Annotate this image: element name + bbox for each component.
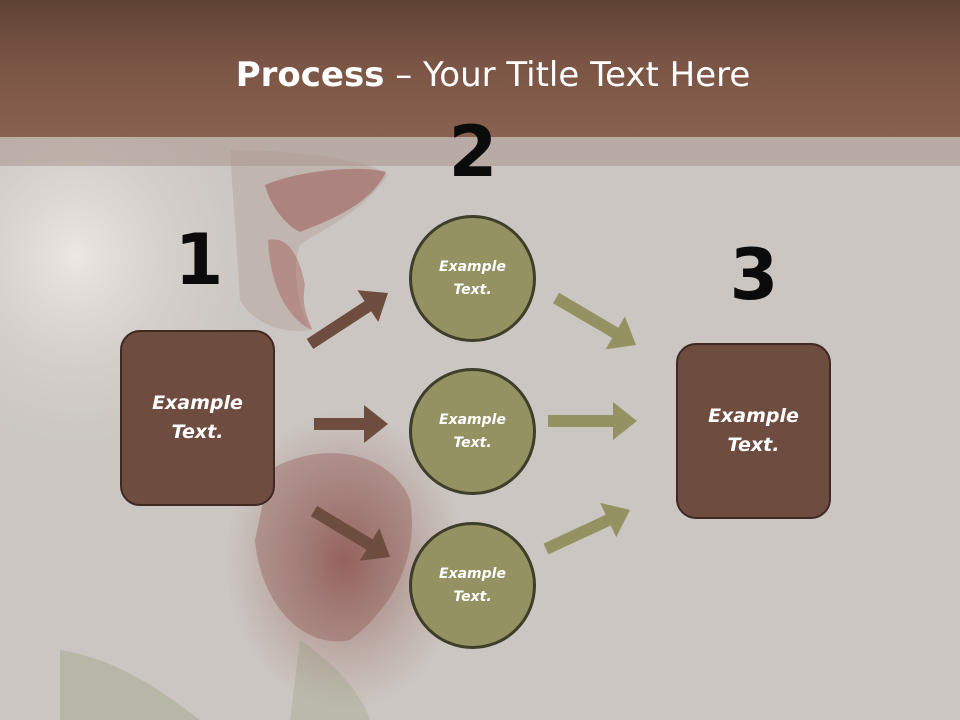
circle-top[interactable]: Example Text. <box>409 215 536 342</box>
step-1-box[interactable]: Example Text. <box>120 330 275 506</box>
step-3-box[interactable]: Example Text. <box>676 343 831 519</box>
title-band <box>0 137 960 166</box>
title-bold-part: Process <box>235 55 385 95</box>
step-number-1: 1 <box>174 219 224 301</box>
title-rest-part: – Your Title Text Here <box>384 55 751 95</box>
circle-middle[interactable]: Example Text. <box>409 368 536 495</box>
title-bar <box>0 0 960 137</box>
circle-bottom[interactable]: Example Text. <box>409 522 536 649</box>
step-number-2: 2 <box>448 111 498 193</box>
step-number-3: 3 <box>729 234 779 316</box>
slide-title[interactable]: Process – Your Title Text Here <box>0 52 960 98</box>
